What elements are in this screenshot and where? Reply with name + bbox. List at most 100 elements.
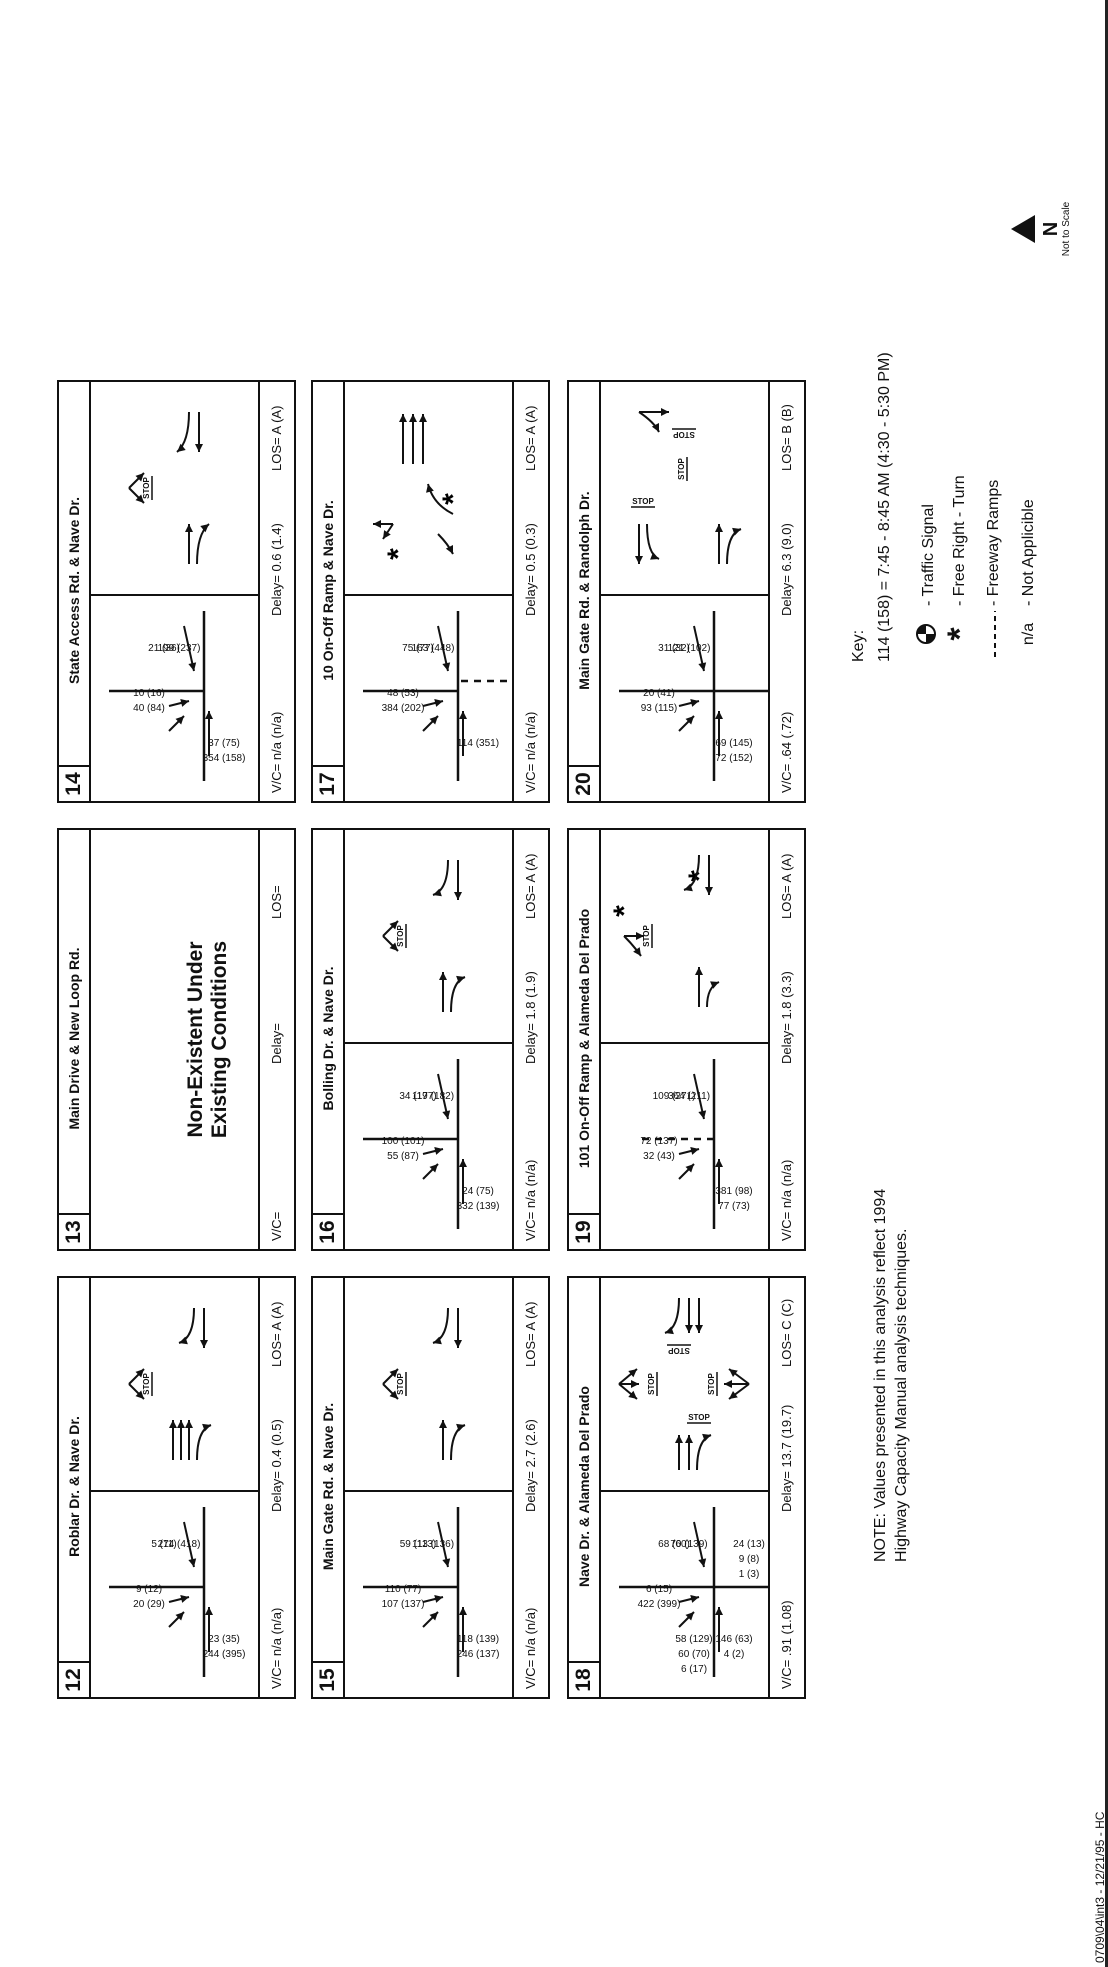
volume-label: 34 (197) [399, 1091, 436, 1102]
volume-label: 4 (2) [724, 1649, 745, 1660]
volume-label: 32 (43) [643, 1151, 675, 1162]
panel-footer: V/C= n/a (n/a) Delay= 0.5 (0.3) LOS= A (… [512, 382, 548, 801]
volume-diagram: 32 (43)72 (137)364 (211)109 (271)381 (98… [639, 1059, 753, 1229]
volume-label: 100 (101) [382, 1136, 425, 1147]
arrowhead [456, 1423, 465, 1432]
intersection-number: 12 [59, 1661, 89, 1697]
arrowhead [715, 711, 723, 719]
north-letter: N [1040, 221, 1062, 237]
volume-diagram: 40 (84)10 (16)199 (237)21 (36)37 (75)354… [109, 611, 245, 781]
volume-label: 5 (11) [151, 1539, 176, 1550]
arrowhead [439, 972, 447, 980]
panel-footer: V/C= n/a (n/a) Delay= 0.6 (1.4) LOS= A (… [258, 382, 294, 801]
arrowhead [426, 484, 434, 493]
stop-sign-label: STOP [673, 430, 695, 439]
arrowhead [710, 981, 719, 989]
volume-label: 121 (102) [668, 643, 711, 654]
intersection-panel-15: 15 Main Gate Rd. & Nave Dr. 107 (137)110… [311, 1276, 550, 1699]
panel-footer: V/C= .91 (1.08) Delay= 13.7 (19.7) LOS= … [768, 1278, 804, 1697]
volume-label: 24 (13) [733, 1539, 765, 1550]
intersection-number: 16 [313, 1213, 343, 1249]
arrowhead [695, 967, 703, 975]
intersection-panel-14: 14 State Access Rd. & Nave Dr. 40 (84)10… [57, 380, 296, 803]
volume-label: 117 (182) [412, 1091, 454, 1102]
delay-value: Delay= 0.4 (0.5) [269, 1419, 284, 1512]
arrowhead [650, 552, 659, 560]
los-value: LOS= A (A) [523, 405, 538, 471]
panel-body: 55 (87)100 (101)117 (182)34 (197)24 (75)… [343, 830, 514, 1249]
note-line-2: Existing Conditions [208, 940, 231, 1139]
key-row-na: n/a - Not Applicible [1020, 499, 1038, 662]
intersection-panel-18: 18 Nave Dr. & Alameda Del Prado 422 (399… [567, 1276, 806, 1699]
arrowhead [200, 1340, 208, 1348]
panel-body: 40 (84)10 (16)199 (237)21 (36)37 (75)354… [89, 382, 260, 801]
stop-sign-label: STOP [642, 925, 651, 947]
delay-value: Delay= [269, 1023, 284, 1064]
volume-label: 59 (113) [400, 1539, 437, 1550]
arrowhead [202, 1423, 211, 1432]
arrowhead [715, 1159, 723, 1167]
stop-sign-label: STOP [396, 925, 405, 947]
free-right-asterisk: * [437, 493, 470, 505]
key-label-signal: - Traffic Signal [919, 504, 937, 606]
arrowhead [454, 892, 462, 900]
delay-value: Delay= 0.5 (0.3) [523, 523, 538, 616]
intersection-panel-17: 17 10 On-Off Ramp & Nave Dr. 384 (202)48… [311, 380, 550, 803]
volume-label: 72 (152) [715, 753, 752, 764]
lane-geometry: **STOP [608, 854, 720, 1008]
arrowhead [177, 443, 186, 452]
intersection-title: State Access Rd. & Nave Dr. [66, 497, 82, 685]
arrowhead [188, 1558, 197, 1567]
volume-label: 364 (211) [668, 1091, 710, 1102]
volume-label: 77 (73) [718, 1201, 750, 1212]
volume-label: 72 (137) [640, 1136, 677, 1147]
vc-ratio: V/C= n/a (n/a) [523, 1159, 538, 1241]
lane-geometry: STOP [128, 411, 210, 565]
lane-geometry: STOP STOP STOP [631, 408, 742, 565]
los-value: LOS= A (A) [779, 853, 794, 919]
los-value: LOS= A (A) [523, 1301, 538, 1367]
arrowhead [695, 1325, 703, 1333]
arrowhead [180, 699, 189, 707]
delay-value: Delay= 13.7 (19.7) [779, 1404, 794, 1512]
arrowhead [628, 1390, 637, 1399]
volume-label: 60 (70) [678, 1649, 710, 1660]
volume-label: 31 (32) [658, 643, 690, 654]
arrowhead [685, 1612, 694, 1621]
volume-diagram: 422 (399)6 (15)70 (139)68 (60)146 (63)4 … [619, 1507, 769, 1677]
volume-label: 48 (53) [387, 688, 419, 699]
los-value: LOS= A (A) [269, 1301, 284, 1367]
north-arrow-icon [1011, 215, 1035, 243]
delay-value: Delay= 0.6 (1.4) [269, 523, 284, 616]
panel-header: 19 101 On-Off Ramp & Alameda Del Prado [569, 830, 601, 1249]
volume-label: 163 (448) [412, 643, 455, 654]
panel-footer: V/C= .64 (.72) Delay= 6.3 (9.0) LOS= B (… [768, 382, 804, 801]
arrowhead [188, 662, 197, 671]
stop-sign-label: STOP [677, 458, 686, 480]
panel-body: 32 (43)72 (137)364 (211)109 (271)381 (98… [599, 830, 770, 1249]
volume-diagram: 20 (29)9 (12)274 (418)5 (11)23 (35)244 (… [109, 1507, 245, 1677]
traffic-signal-icon [915, 606, 942, 662]
arrowhead [698, 1110, 707, 1119]
stop-sign-label: STOP [142, 477, 151, 499]
arrowhead [459, 711, 467, 719]
volume-label: 110 (77) [385, 1584, 422, 1595]
arrowhead [434, 1595, 443, 1603]
arrowhead [445, 545, 454, 554]
panel-footer: V/C= n/a (n/a) Delay= 1.8 (1.9) LOS= A (… [512, 830, 548, 1249]
stop-sign-label: STOP [632, 497, 654, 506]
volume-label: 24 (75) [462, 1186, 494, 1197]
arrowhead [685, 1164, 694, 1173]
volume-diagram: 55 (87)100 (101)117 (182)34 (197)24 (75)… [363, 1059, 499, 1229]
free-right-asterisk: * [683, 870, 716, 882]
arrowhead [628, 1369, 637, 1378]
arrowhead [383, 530, 391, 539]
volume-label: 37 (75) [208, 738, 240, 749]
arrowhead [690, 699, 699, 707]
delay-value: Delay= 1.8 (1.9) [523, 971, 538, 1064]
vc-ratio: V/C= .64 (.72) [779, 711, 794, 793]
arrowhead [715, 524, 723, 532]
intersection-title: 101 On-Off Ramp & Alameda Del Prado [576, 908, 592, 1169]
intersection-number: 13 [59, 1213, 89, 1249]
